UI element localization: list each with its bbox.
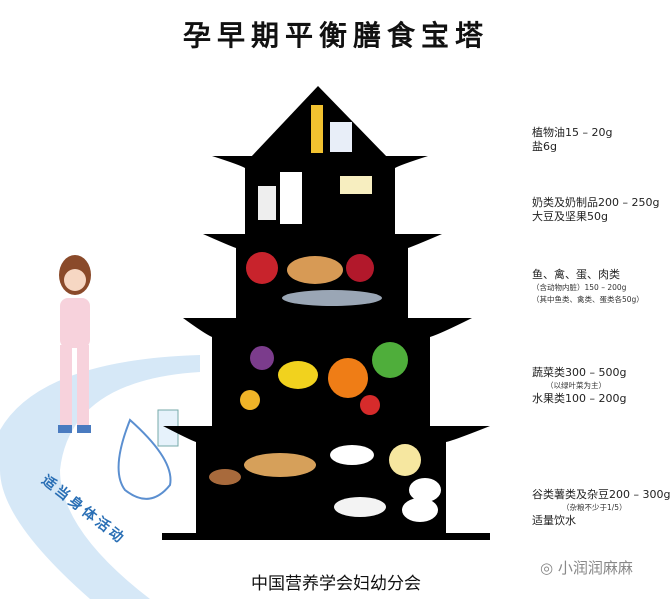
footer-organization: 中国营养学会妇幼分会 — [251, 574, 421, 594]
tier-4-label: 蔬菜类300 – 500g （以绿叶菜为主） 水果类100 – 200g — [532, 366, 626, 406]
water-label: 适量饮水 — [532, 514, 576, 527]
meat-fish-label: 鱼、禽、蛋、肉类 — [532, 268, 620, 281]
oil-amount: 植物油15 – 20g — [532, 126, 613, 139]
vegetable-amount: 蔬菜类300 – 500g — [532, 366, 627, 379]
vegetable-note: （以绿叶菜为主） — [546, 381, 606, 390]
salt-amount: 盐6g — [532, 140, 557, 153]
meat-note: （其中鱼类、禽类、蛋类各50g） — [532, 295, 644, 304]
watermark: ◎ 小润润麻麻 — [540, 557, 633, 578]
soy-nuts-amount: 大豆及坚果50g — [532, 210, 608, 223]
pyramid — [162, 86, 490, 540]
water-drop-mascot — [117, 409, 179, 500]
tier-2-label: 奶类及奶制品200 – 250g 大豆及坚果50g — [532, 196, 659, 224]
grain-note: （杂粮不少于1/5） — [562, 503, 627, 512]
food-items — [209, 105, 441, 522]
tier-5-label: 谷类薯类及杂豆200 – 300g （杂粮不少于1/5） 适量饮水 — [532, 488, 670, 528]
fruit-amount: 水果类100 – 200g — [532, 392, 627, 405]
activity-path — [0, 355, 200, 599]
meat-amount: （含动物内脏）150 – 200g — [532, 283, 627, 292]
grain-amount: 谷类薯类及杂豆200 – 300g — [532, 488, 671, 501]
tier-3-label: 鱼、禽、蛋、肉类 （含动物内脏）150 – 200g （其中鱼类、禽类、蛋类各5… — [532, 268, 644, 306]
dairy-amount: 奶类及奶制品200 – 250g — [532, 196, 660, 209]
tier-1-label: 植物油15 – 20g 盐6g — [532, 126, 612, 154]
page-title: 孕早期平衡膳食宝塔 — [182, 19, 489, 52]
watermark-text: 小润润麻麻 — [557, 559, 633, 577]
woman-figure — [58, 255, 91, 433]
wechat-icon: ◎ — [540, 559, 558, 577]
